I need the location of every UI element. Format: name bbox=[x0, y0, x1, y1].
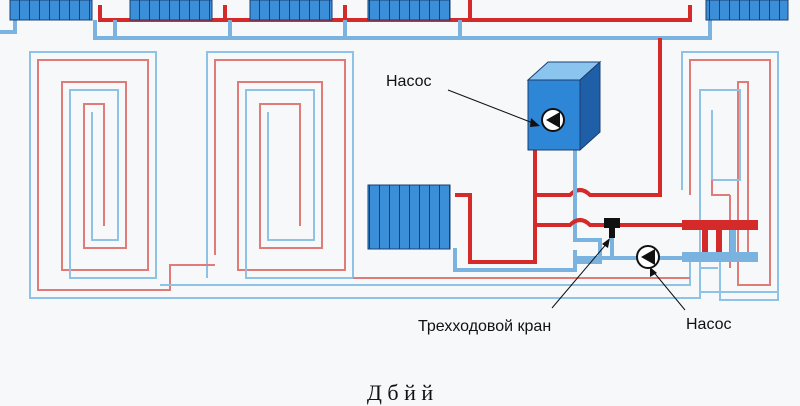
underfloor-loop-2 bbox=[206, 51, 354, 279]
underfloor-loop-1 bbox=[29, 51, 157, 279]
radiator-top-1 bbox=[9, 0, 93, 21]
pump-label-top: Насос bbox=[386, 73, 432, 90]
radiator-top-2 bbox=[129, 0, 213, 21]
pump-icon-bottom bbox=[636, 245, 660, 269]
manifold bbox=[682, 220, 758, 262]
radiator-top-3 bbox=[249, 0, 333, 21]
pump-label-bottom: Насос bbox=[686, 316, 732, 333]
radiator-lower bbox=[367, 184, 451, 250]
radiator-top-4 bbox=[367, 0, 451, 21]
callout-arrowheads bbox=[530, 118, 657, 277]
radiator-main-pipes bbox=[0, 0, 712, 40]
underfloor-feed-lines bbox=[29, 195, 779, 301]
radiator-top-5 bbox=[705, 0, 789, 21]
three-way-valve-label: Трехходовой кран bbox=[418, 318, 552, 335]
diagram-caption: Д б й й bbox=[366, 380, 434, 405]
callout-lines bbox=[447, 89, 686, 311]
underfloor-loop-3 bbox=[681, 51, 779, 293]
three-way-valve-icon bbox=[604, 218, 620, 238]
pump-icon-top bbox=[526, 60, 602, 152]
